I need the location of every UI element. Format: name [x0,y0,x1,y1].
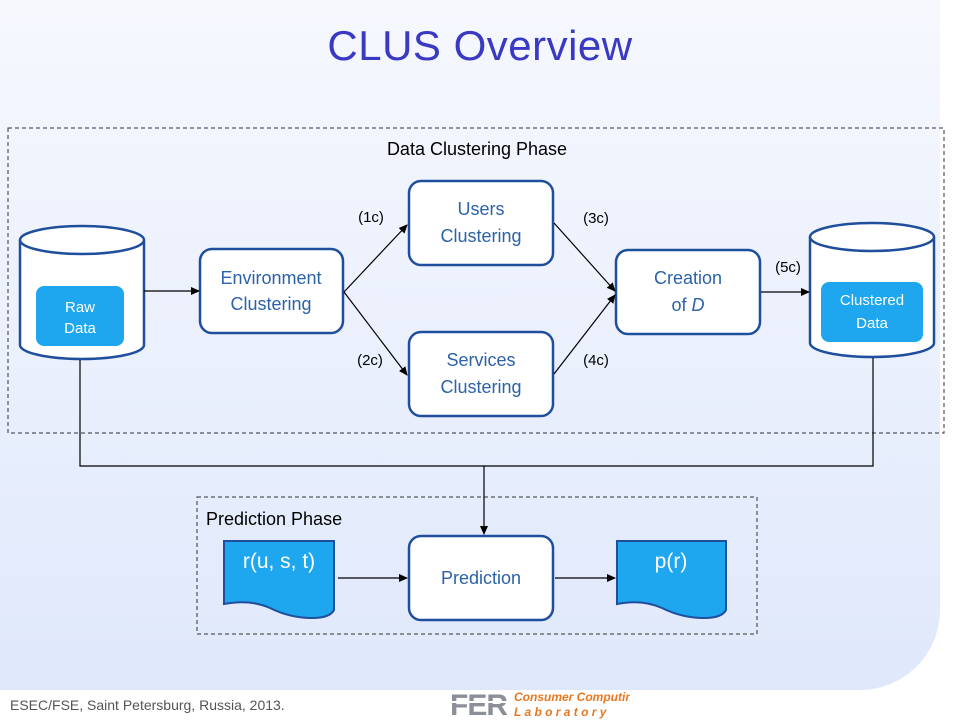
environment-clustering-line1: Environment [220,268,321,288]
edge-label-1c: (1c) [358,209,384,226]
environment-clustering-line2: Clustering [230,294,311,314]
edge-users-to-creation [553,222,616,292]
edge-label-4c: (4c) [583,352,609,369]
clustered-data-line2: Data [856,315,888,332]
clustering-phase-frame [7,127,945,434]
clustered-data-label-box [821,282,923,342]
raw-data-line1: Raw [65,299,95,316]
prediction-phase-frame [196,496,758,635]
edge-label-2c: (2c) [357,352,383,369]
rating-document: r(u, s, t) [223,540,335,620]
creation-of-d-node: Creation of D [614,248,762,336]
raw-data-database: Raw Data [18,224,146,361]
raw-data-line2: Data [64,320,96,337]
users-clustering-line2: Clustering [440,226,521,246]
edge-label-3c: (3c) [583,210,609,227]
prediction-phase-label: Prediction Phase [206,509,342,529]
prediction-document-label: p(r) [655,550,688,573]
users-clustering-node: Users Clustering [407,179,555,267]
fer-lab-logo: FER Consumer Computing L a b o r a t o r… [450,689,630,720]
edge-label-5c: (5c) [775,259,801,276]
raw-data-label-box [36,286,124,346]
creation-of-word: of [671,295,687,315]
clustered-data-database: Clustered Data [808,221,936,359]
logo-mark: FER [450,689,508,720]
edge-raw-to-prediction [79,360,484,467]
creation-line2: of D [671,295,704,315]
slide-title: CLUS Overview [327,22,633,69]
logo-line1: Consumer Computing [514,690,630,704]
environment-clustering-node: Environment Clustering [198,247,345,335]
prediction-document: p(r) [616,540,727,620]
logo-line2: L a b o r a t o r y [514,705,608,719]
users-clustering-line1: Users [457,199,504,219]
rating-document-label: r(u, s, t) [243,550,315,573]
footer-citation: ESEC/FSE, Saint Petersburg, Russia, 2013… [10,697,285,713]
services-clustering-line1: Services [446,350,515,370]
edge-environment-to-services [343,291,408,376]
creation-d-variable: D [692,295,705,315]
clustering-phase-label: Data Clustering Phase [387,139,567,159]
creation-line1: Creation [654,268,722,288]
edge-environment-to-users [343,224,408,293]
edge-clustered-to-prediction [480,358,874,535]
services-clustering-line2: Clustering [440,377,521,397]
prediction-node: Prediction [407,534,555,622]
edge-services-to-creation [553,294,616,375]
services-clustering-node: Services Clustering [407,330,555,418]
clustered-data-line1: Clustered [840,292,904,309]
prediction-label: Prediction [441,568,521,588]
